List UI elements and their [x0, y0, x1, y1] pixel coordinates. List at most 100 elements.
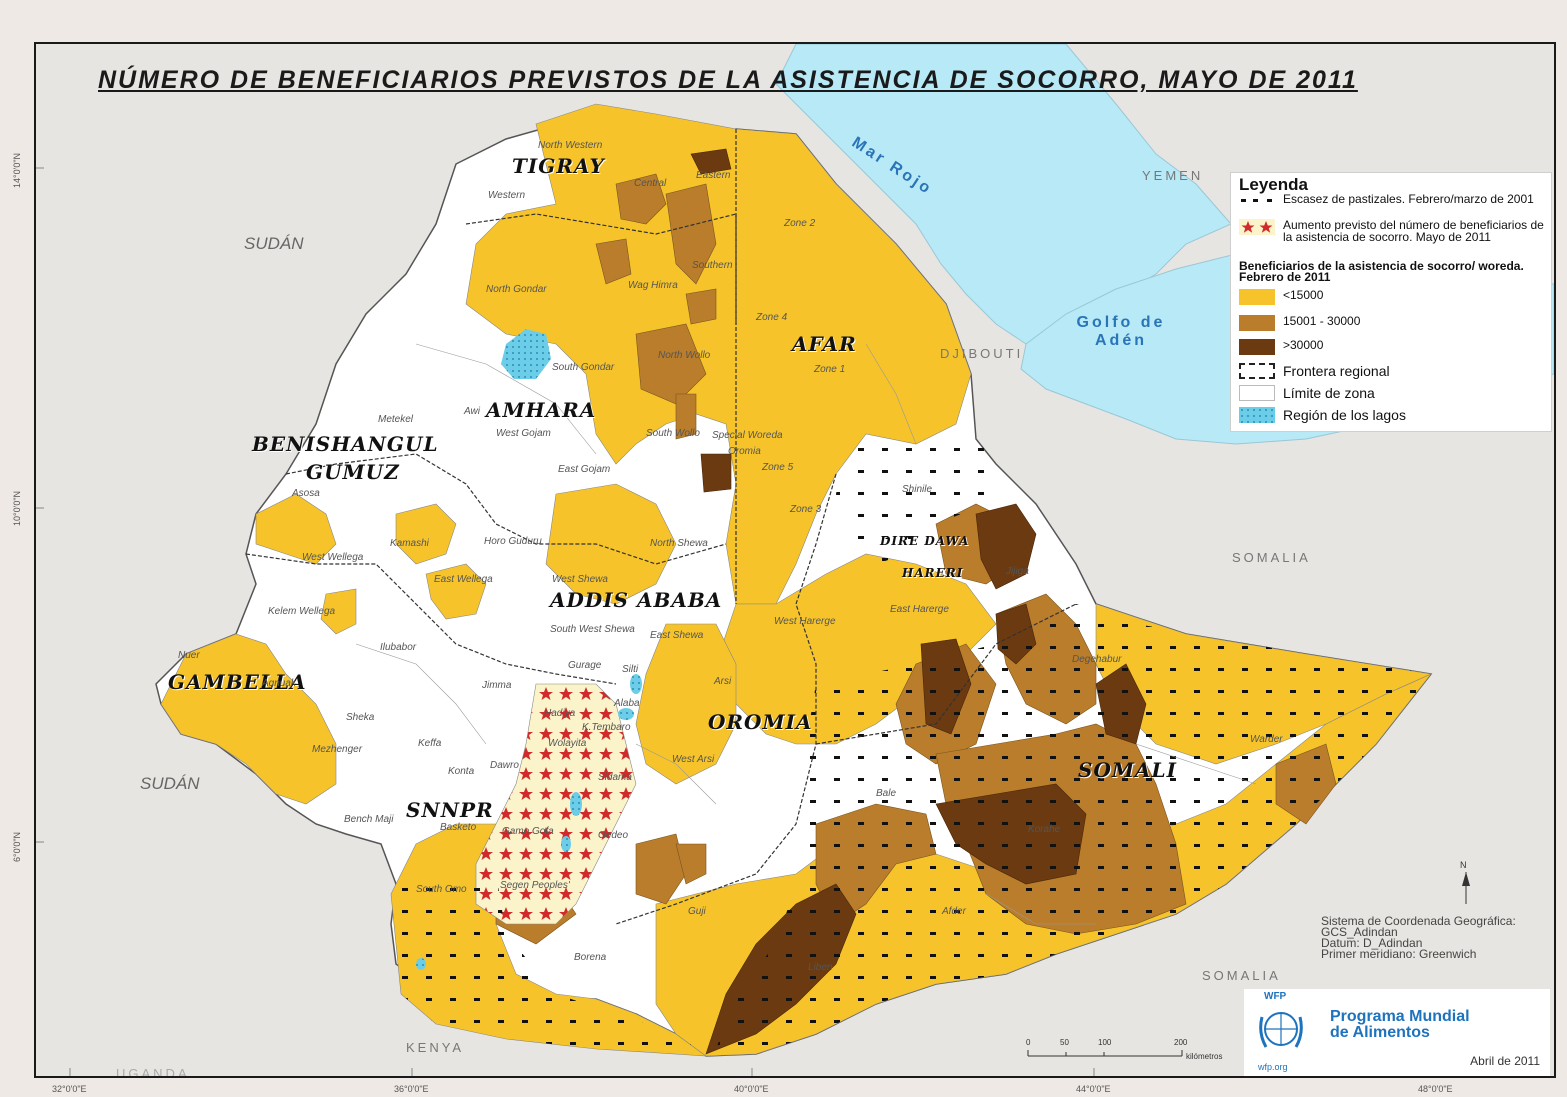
zone-hadiya: Hadiya: [544, 708, 576, 719]
zone-north-western: North Western: [538, 140, 603, 151]
sea-gulf-line1: Golfo de: [1076, 314, 1166, 331]
legend-pasture-label: Escasez de pastizales. Febrero/marzo de …: [1283, 192, 1534, 206]
legend-border-swatch: [1239, 363, 1275, 379]
lake-3: [570, 792, 582, 816]
zone-jimma: Jimma: [482, 680, 512, 691]
legend-row-increase: Aumento previsto del número de beneficia…: [1239, 219, 1545, 243]
zone-zone5: Zone 5: [762, 462, 794, 473]
zone-east-wellega: East Wellega: [434, 574, 493, 585]
zone-eastern: Eastern: [696, 170, 731, 181]
dashes-area-3: [396, 874, 706, 1056]
lat-tick-10: 10°0'0"N: [12, 490, 22, 526]
zone-liben: Liben: [808, 962, 833, 973]
legend-row-zone: Límite de zona: [1239, 385, 1375, 401]
region-hareri: HARERI: [902, 566, 964, 580]
wfp-date: Abril de 2011: [1470, 1054, 1540, 1068]
legend-high-swatch: [1239, 339, 1275, 355]
zone-wag-himra: Wag Himra: [628, 280, 678, 291]
zone-east-harerge: East Harerge: [890, 604, 949, 615]
zone-silti: Silti: [622, 664, 639, 675]
zone-zone3: Zone 3: [790, 504, 822, 515]
lon-tick-48: 48°0'0"E: [1418, 1084, 1453, 1094]
zone-ilubabor: Ilubabor: [380, 642, 417, 653]
north-arrow: [1462, 872, 1470, 904]
coord-line1: Sistema de Coordenada Geográfica:: [1321, 914, 1516, 928]
region-addis-ababa: ADDIS ABABA: [550, 588, 723, 612]
wfp-logo-text: WFP: [1264, 991, 1287, 1002]
zone-kelem-wellega: Kelem Wellega: [268, 606, 336, 617]
zone-east-gojam: East Gojam: [558, 464, 611, 475]
country-somalia-south: SOMALIA: [1202, 968, 1281, 983]
lon-tick-44: 44°0'0"E: [1076, 1084, 1111, 1094]
lake-tana: [501, 329, 551, 379]
zone-gurage: Gurage: [568, 660, 602, 671]
zone-basketo: Basketo: [440, 822, 477, 833]
region-dire-dawa: DIRE DAWA: [880, 534, 970, 548]
zone-special-woreda: Special Woreda: [712, 430, 783, 441]
zone-horo-guduru: Horo Guduru: [484, 536, 542, 547]
wfp-org-line2: de Alimentos: [1330, 1024, 1430, 1041]
zone-agnuak: Agnuak: [262, 678, 296, 689]
scale-unit: kilómetros: [1186, 1052, 1223, 1061]
zone-south-wollo: South Wollo: [646, 428, 700, 439]
zone-bench-maji: Bench Maji: [344, 814, 394, 825]
legend-section-title: Beneficiarios de la asistencia de socorr…: [1239, 259, 1524, 284]
legend-zone-swatch: [1239, 385, 1275, 401]
zone-dawro: Dawro: [490, 760, 519, 771]
zone-wolayita: Wolayita: [548, 738, 587, 749]
country-djibouti: DJIBOUTI: [940, 346, 1024, 361]
region-afar: AFAR: [792, 332, 857, 356]
zone-east-shewa: East Shewa: [650, 630, 704, 641]
scale-label-200: 200: [1174, 1038, 1188, 1047]
zone-limits: [355, 343, 1257, 925]
country-sudan-north: SUDÁN: [244, 234, 304, 253]
zone-guji: Guji: [688, 906, 706, 917]
zone-gamo-gofa: Gamo Gofa: [502, 826, 554, 837]
zone-asosa: Asosa: [292, 488, 320, 499]
zone-zone4: Zone 4: [756, 312, 788, 323]
legend-mid-label: 15001 - 30000: [1283, 314, 1361, 328]
legend-increase-label: Aumento previsto del número de beneficia…: [1283, 218, 1544, 244]
zone-sidama: Sidama: [598, 772, 632, 783]
legend-star-icon: [1239, 219, 1275, 235]
country-somalia-north: SOMALIA: [1232, 550, 1311, 565]
zone-jijiga: Jijiga: [1006, 566, 1029, 577]
legend-row-lakes: Región de los lagos: [1239, 407, 1406, 423]
zone-west-wellega: West Wellega: [302, 552, 364, 563]
zone-west-arsi: West Arsi: [672, 754, 715, 765]
map-canvas: [36, 44, 1554, 1076]
legend-border-label: Frontera regional: [1283, 363, 1390, 379]
country-uganda: UGANDA: [116, 1066, 190, 1078]
lake-1: [630, 674, 642, 694]
zone-southern: Southern: [692, 260, 733, 271]
wfp-url: wfp.org: [1258, 1062, 1288, 1072]
legend-row-low: <15000: [1239, 289, 1323, 305]
zone-awi: Awi: [464, 406, 480, 417]
zone-korahe: Korahe: [1028, 824, 1061, 835]
zone-sheka: Sheka: [346, 712, 375, 723]
zone-warder: Warder: [1250, 734, 1283, 745]
zone-north-wollo: North Wollo: [658, 350, 711, 361]
sea-gulf-line2: Adén: [1095, 332, 1147, 349]
zone-west-harerge: West Harerge: [774, 616, 836, 627]
region-gumuz: GUMUZ: [306, 460, 400, 484]
legend-low-swatch: [1239, 289, 1275, 305]
zone-metekel: Metekel: [378, 414, 414, 425]
legend-heading: Leyenda: [1239, 175, 1308, 194]
legend: Leyenda Escasez de pastizales. Febrero/m…: [1230, 172, 1552, 432]
zone-arsi: Arsi: [714, 676, 732, 687]
zone-western: Western: [488, 190, 526, 201]
wfp-org-line1: Programa Mundial: [1330, 1008, 1470, 1025]
legend-row-section: Beneficiarios de la asistencia de socorr…: [1239, 259, 1539, 284]
legend-row-pasture: Escasez de pastizales. Febrero/marzo de …: [1239, 193, 1543, 209]
zone-bale: Bale: [876, 788, 897, 799]
legend-mid-swatch: [1239, 315, 1275, 331]
zone-zone1: Zone 1: [814, 364, 846, 375]
region-oromia: OROMIA: [708, 710, 813, 734]
scale-bar: [1027, 1050, 1183, 1057]
wfp-logo-icon: [1259, 1012, 1303, 1048]
zone-south-gondar: South Gondar: [552, 362, 615, 373]
zone-zone2: Zone 2: [784, 218, 816, 229]
coord-line4: Primer meridiano: Greenwich: [1321, 947, 1477, 961]
stars-area: [475, 683, 637, 925]
